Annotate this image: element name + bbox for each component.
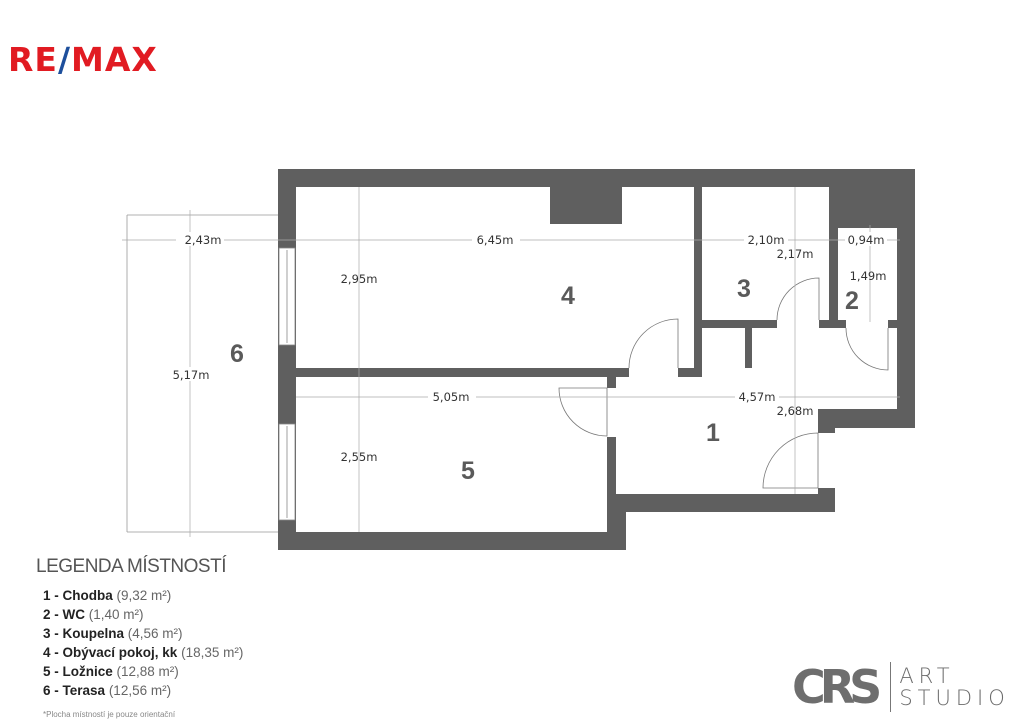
logo-slash: /	[57, 40, 72, 79]
legend-note: *Plocha místností je pouze orientační	[43, 710, 176, 719]
door-room4	[628, 318, 679, 369]
dim-terrace-height: 5,17m	[173, 368, 210, 382]
dim-room4-width: 6,45m	[477, 233, 514, 247]
legend-label: 1 - Chodba	[43, 588, 113, 603]
terrace-outline	[126, 214, 278, 533]
legend-title: LEGENDA MÍSTNOSTÍ	[36, 556, 226, 577]
walls	[278, 169, 915, 550]
legend-area: (1,40 m²)	[88, 607, 144, 622]
dim-room1-height: 2,68m	[777, 404, 814, 418]
dimension-labels: 2,43m 5,17m 6,45m 2,95m 5,05m 2,55m 2,10…	[166, 232, 887, 464]
dim-room2-height: 1,49m	[850, 269, 887, 283]
entrance-door	[762, 432, 819, 489]
room-number-3: 3	[737, 275, 751, 303]
dim-room3-width: 2,10m	[748, 233, 785, 247]
legend-label: 2 - WC	[43, 607, 85, 622]
legend-item: 3 - Koupelna (4,56 m²)	[43, 624, 243, 643]
crs-mark: CRS	[792, 660, 882, 714]
studio-line1: ART	[899, 664, 955, 688]
room-number-1: 1	[706, 419, 720, 447]
room-number-4: 4	[561, 282, 575, 310]
door-room5	[558, 387, 608, 437]
legend-area: (9,32 m²)	[116, 588, 172, 603]
legend-item: 1 - Chodba (9,32 m²)	[43, 586, 243, 605]
legend-label: 6 - Terasa	[43, 683, 106, 698]
dim-room5-height: 2,55m	[341, 450, 378, 464]
room-numbers: 1 2 3 4 5 6	[230, 275, 859, 485]
logo-text: MAX	[71, 40, 158, 79]
legend-label: 5 - Ložnice	[43, 664, 113, 679]
legend-area: (4,56 m²)	[127, 626, 183, 641]
room-legend: LEGENDA MÍSTNOSTÍ 1 - Chodba (9,32 m²) 2…	[36, 556, 243, 719]
legend-item: 6 - Terasa (12,56 m²)	[43, 681, 243, 700]
legend-item: 4 - Obývací pokoj, kk (18,35 m²)	[43, 643, 243, 662]
logo-divider	[890, 662, 892, 712]
dim-room1-width: 4,57m	[739, 390, 776, 404]
dim-room4-height: 2,95m	[341, 272, 378, 286]
logo-text: RE	[8, 40, 58, 79]
dim-room2-width: 0,94m	[848, 233, 885, 247]
legend-item: 2 - WC (1,40 m²)	[43, 605, 243, 624]
legend-area: (12,88 m²)	[116, 664, 179, 679]
legend-label: 3 - Koupelna	[43, 626, 125, 641]
legend-area: (18,35 m²)	[181, 645, 244, 660]
dim-room5-width: 5,05m	[433, 390, 470, 404]
remax-logo: RE/MAX	[8, 40, 158, 79]
room-number-5: 5	[461, 457, 475, 485]
door-room3	[776, 277, 820, 321]
studio-line2: STUDIO	[899, 686, 1010, 710]
legend-label: 4 - Obývací pokoj, kk	[43, 645, 178, 660]
dim-room3-height: 2,17m	[777, 247, 814, 261]
room-number-6: 6	[230, 340, 244, 368]
door-room2	[845, 327, 889, 371]
room-number-2: 2	[845, 287, 859, 315]
windows	[278, 247, 296, 521]
legend-area: (12,56 m²)	[108, 683, 172, 698]
doors	[558, 277, 889, 489]
dim-terrace-width: 2,43m	[185, 233, 222, 247]
legend-item: 5 - Ložnice (12,88 m²)	[43, 662, 243, 681]
